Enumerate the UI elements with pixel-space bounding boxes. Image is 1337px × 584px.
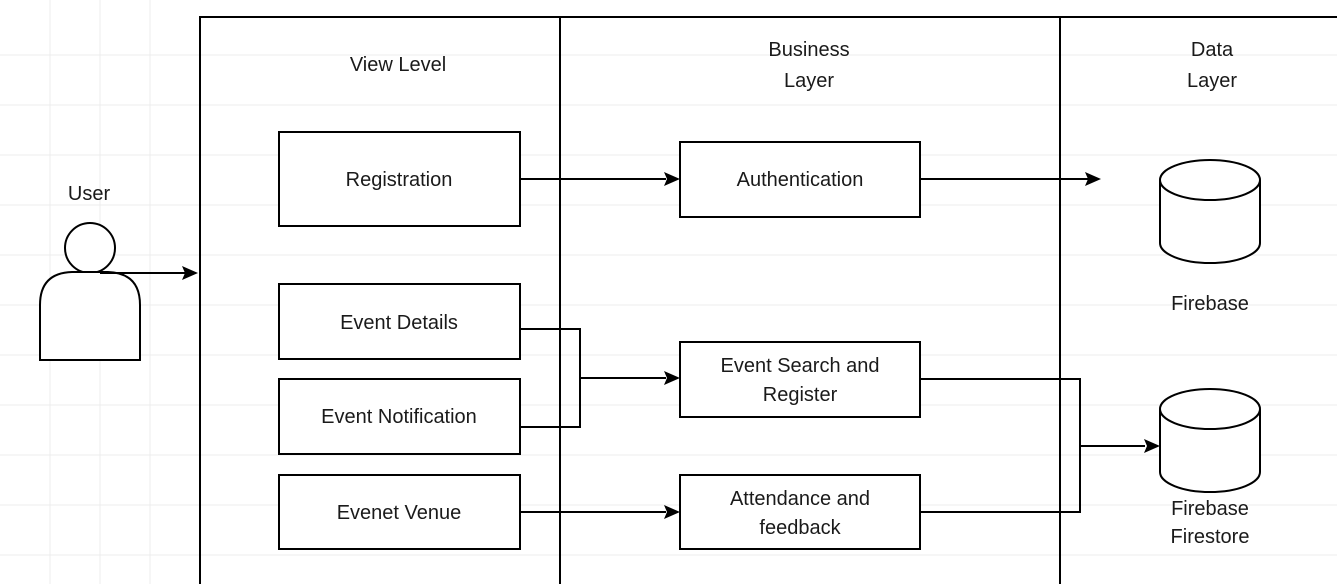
user-body-icon [39,271,141,361]
firebase-label: Firebase [1171,293,1249,315]
firestore-label-line2: Firestore [1171,526,1250,548]
arrowhead-event-search [664,371,680,385]
authentication-label: Authentication [737,169,864,191]
event-search-box [679,341,921,418]
user-label: User [68,183,111,205]
event-search-label-line1: Event Search and [721,355,880,377]
arrowhead-firebase [1085,172,1101,186]
lane-title-business-line2: Layer [784,70,834,92]
connectors [100,172,1160,519]
event-notification-box [278,378,521,455]
attendance-label-line2: feedback [759,517,841,539]
authentication-box [679,141,921,218]
arrowhead-firestore [1144,439,1160,453]
lane-title-business-line1: Business [768,39,849,61]
event-search-label-line2: Register [763,384,838,406]
edge-business-to-firestore-merge [920,378,1081,513]
event-venue-box [278,474,521,550]
event-details-label: Event Details [340,312,458,334]
attendance-box [679,474,921,550]
edge-details-notification-merge [520,328,581,428]
arrowhead-authentication [664,172,680,186]
registration-label: Registration [346,169,453,191]
lane-title-data-line1: Data [1191,39,1234,61]
user-actor: User [39,183,141,361]
user-head-icon [64,222,116,274]
lane-title-data-line2: Layer [1187,70,1237,92]
firestore-label-line1: Firebase [1171,498,1249,520]
arrowhead-user [182,266,198,280]
event-details-box [278,283,521,360]
firestore-database-icon [1159,388,1261,493]
swimlane-frame [199,16,1337,584]
arrowhead-attendance [664,505,680,519]
lane-title-view: View Level [350,54,446,76]
event-venue-label: Evenet Venue [337,502,462,524]
firebase-database-icon [1159,159,1261,264]
event-notification-label: Event Notification [321,406,477,428]
lanes-outline [199,16,1337,584]
attendance-label-line1: Attendance and [730,488,870,510]
